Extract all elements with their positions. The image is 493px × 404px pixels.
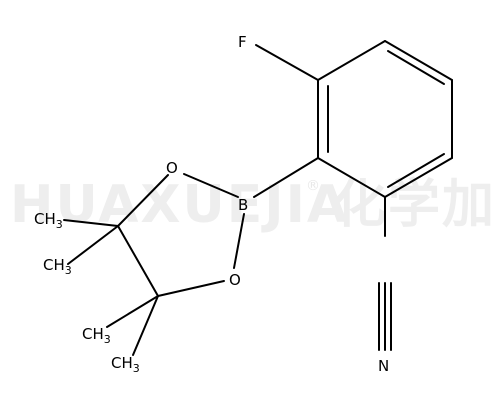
ring-bond-c1-c2 — [317, 40, 386, 81]
watermark-registered-mark: ® — [306, 178, 320, 194]
atom-oxygen-bottom: O — [229, 271, 241, 289]
atom-fluorine: F — [238, 33, 247, 51]
ring-bond-c4-c5-inner — [387, 153, 445, 188]
bond-c-f — [255, 44, 319, 81]
bond-o-top-c — [117, 174, 169, 227]
atom-oxygen-top: O — [166, 159, 178, 177]
atom-boron: B — [238, 196, 248, 214]
watermark-text: HUAXUEJIA — [10, 175, 349, 235]
bond-b-o-top — [183, 173, 239, 198]
bond-methyl-4 — [132, 295, 159, 356]
bond-b-o-bottom — [233, 213, 245, 269]
atom-nitrogen: N — [378, 357, 389, 375]
ring-bond-c4-c5-outer — [384, 157, 453, 198]
methyl-label-3: CH3 — [82, 325, 111, 346]
watermark-cjk-text: 化学加 — [334, 175, 493, 235]
atom-labels: F B O O N CH3 CH3 CH3 CH3 — [34, 33, 389, 375]
bond-methyl-2 — [67, 225, 119, 265]
methyl-label-2: CH3 — [43, 256, 72, 277]
ring-bond-c2-c3-outer — [384, 40, 453, 81]
methyl-label-4: CH3 — [111, 354, 140, 375]
bond-c-c-ring — [117, 225, 159, 297]
bond-c-b — [253, 157, 319, 198]
ring-bond-c2-c3-inner — [387, 50, 445, 85]
bond-methyl-3 — [106, 295, 159, 328]
ring-bond-c5-c6 — [317, 157, 386, 198]
bond-methyl-1 — [63, 219, 119, 227]
bonds — [63, 40, 453, 356]
methyl-label-1: CH3 — [34, 210, 63, 231]
bond-o-bottom-c — [157, 280, 225, 297]
watermark: HUAXUEJIA ® 化学加 — [10, 175, 493, 235]
